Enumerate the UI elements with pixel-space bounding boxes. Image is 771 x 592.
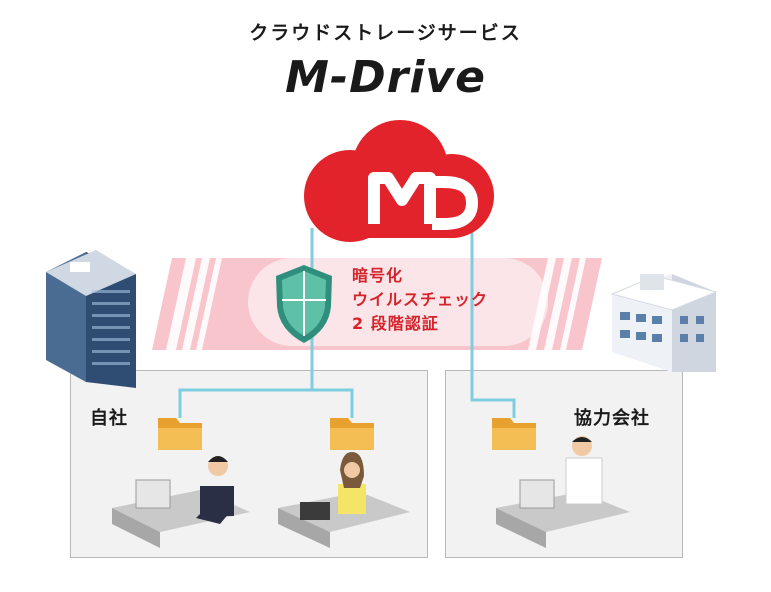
office-worker-man-icon <box>112 456 250 548</box>
folder-icon <box>158 418 202 450</box>
folder-icon <box>330 418 374 450</box>
mdrive-cloud-logo <box>304 120 494 242</box>
partner-company-label: 協力会社 <box>574 408 650 429</box>
own-company-label: 自社 <box>90 408 128 429</box>
security-feature-virus-check: ウイルスチェック <box>352 290 489 309</box>
security-feature-two-factor: 2 段階認証 <box>352 314 439 333</box>
security-feature-encryption: 暗号化 <box>352 266 404 285</box>
folder-icon <box>492 418 536 450</box>
office-worker-woman-icon <box>278 452 410 548</box>
service-title: M-Drive <box>285 52 486 103</box>
partner-company-building-icon <box>610 274 718 372</box>
own-company-building-icon <box>46 250 136 388</box>
shield-icon <box>276 265 332 343</box>
office-worker-partner-icon <box>496 436 630 548</box>
service-subtitle: クラウドストレージサービス <box>249 22 522 44</box>
